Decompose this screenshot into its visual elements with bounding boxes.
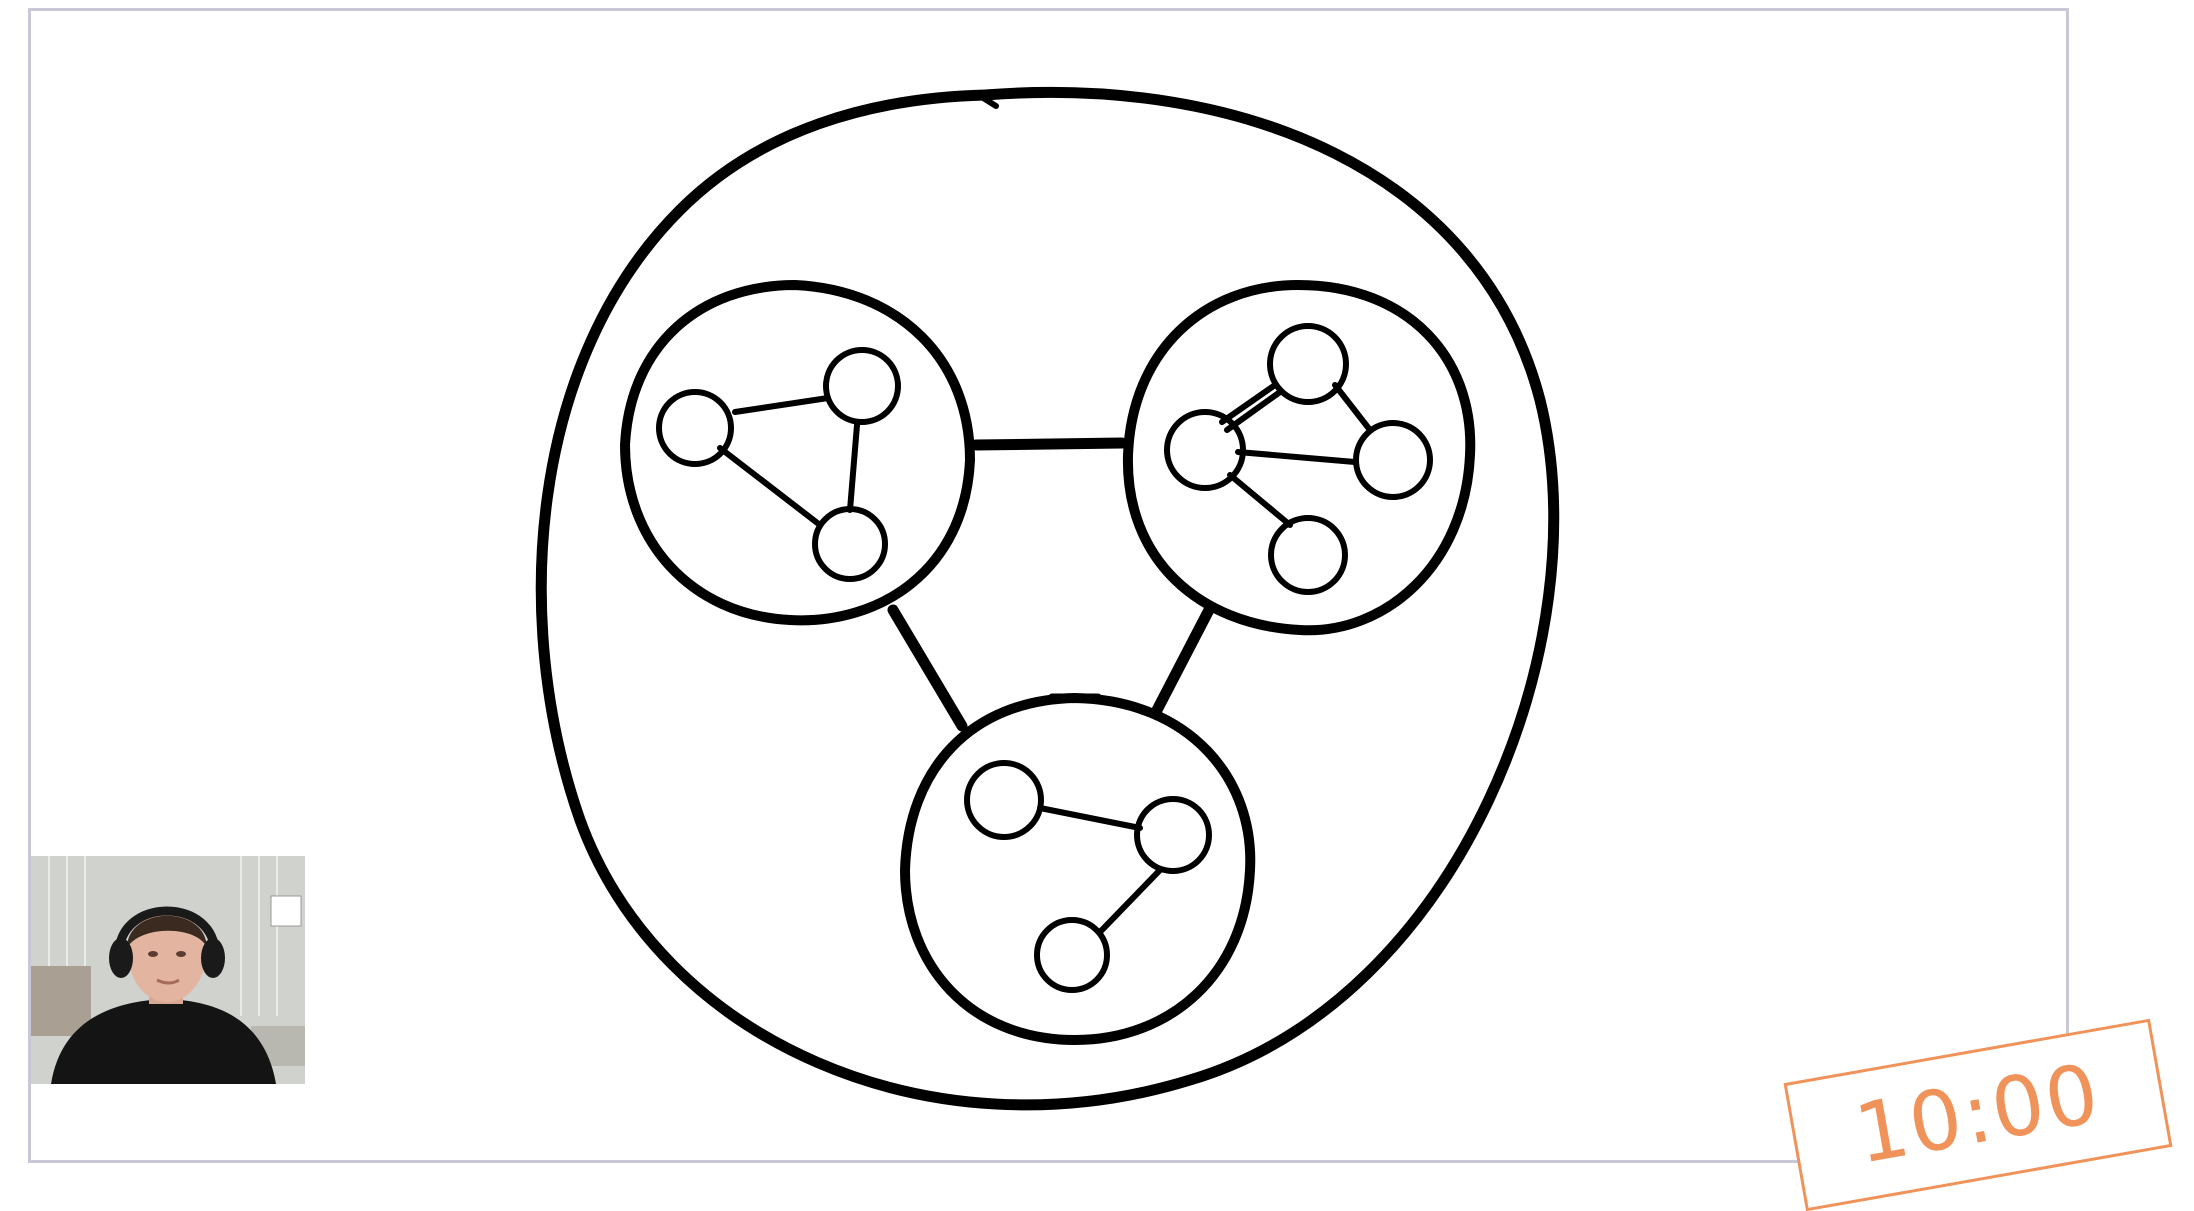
node [826,350,898,422]
node [815,509,885,579]
link-topright-bottom [1156,608,1210,712]
node [1270,326,1346,402]
link-topleft-topright [976,443,1122,445]
node [1037,920,1107,990]
cluster-bottom [905,697,1250,1040]
node [1167,412,1243,488]
node [967,763,1041,837]
presenter-video-icon [31,856,305,1084]
cluster-top-left [625,285,970,620]
node [1137,799,1209,871]
node [1271,518,1345,592]
cluster-top-right [1128,285,1470,630]
presenter-webcam [31,856,305,1084]
node [1356,423,1430,497]
node [659,392,731,464]
link-topleft-bottom [893,610,962,726]
